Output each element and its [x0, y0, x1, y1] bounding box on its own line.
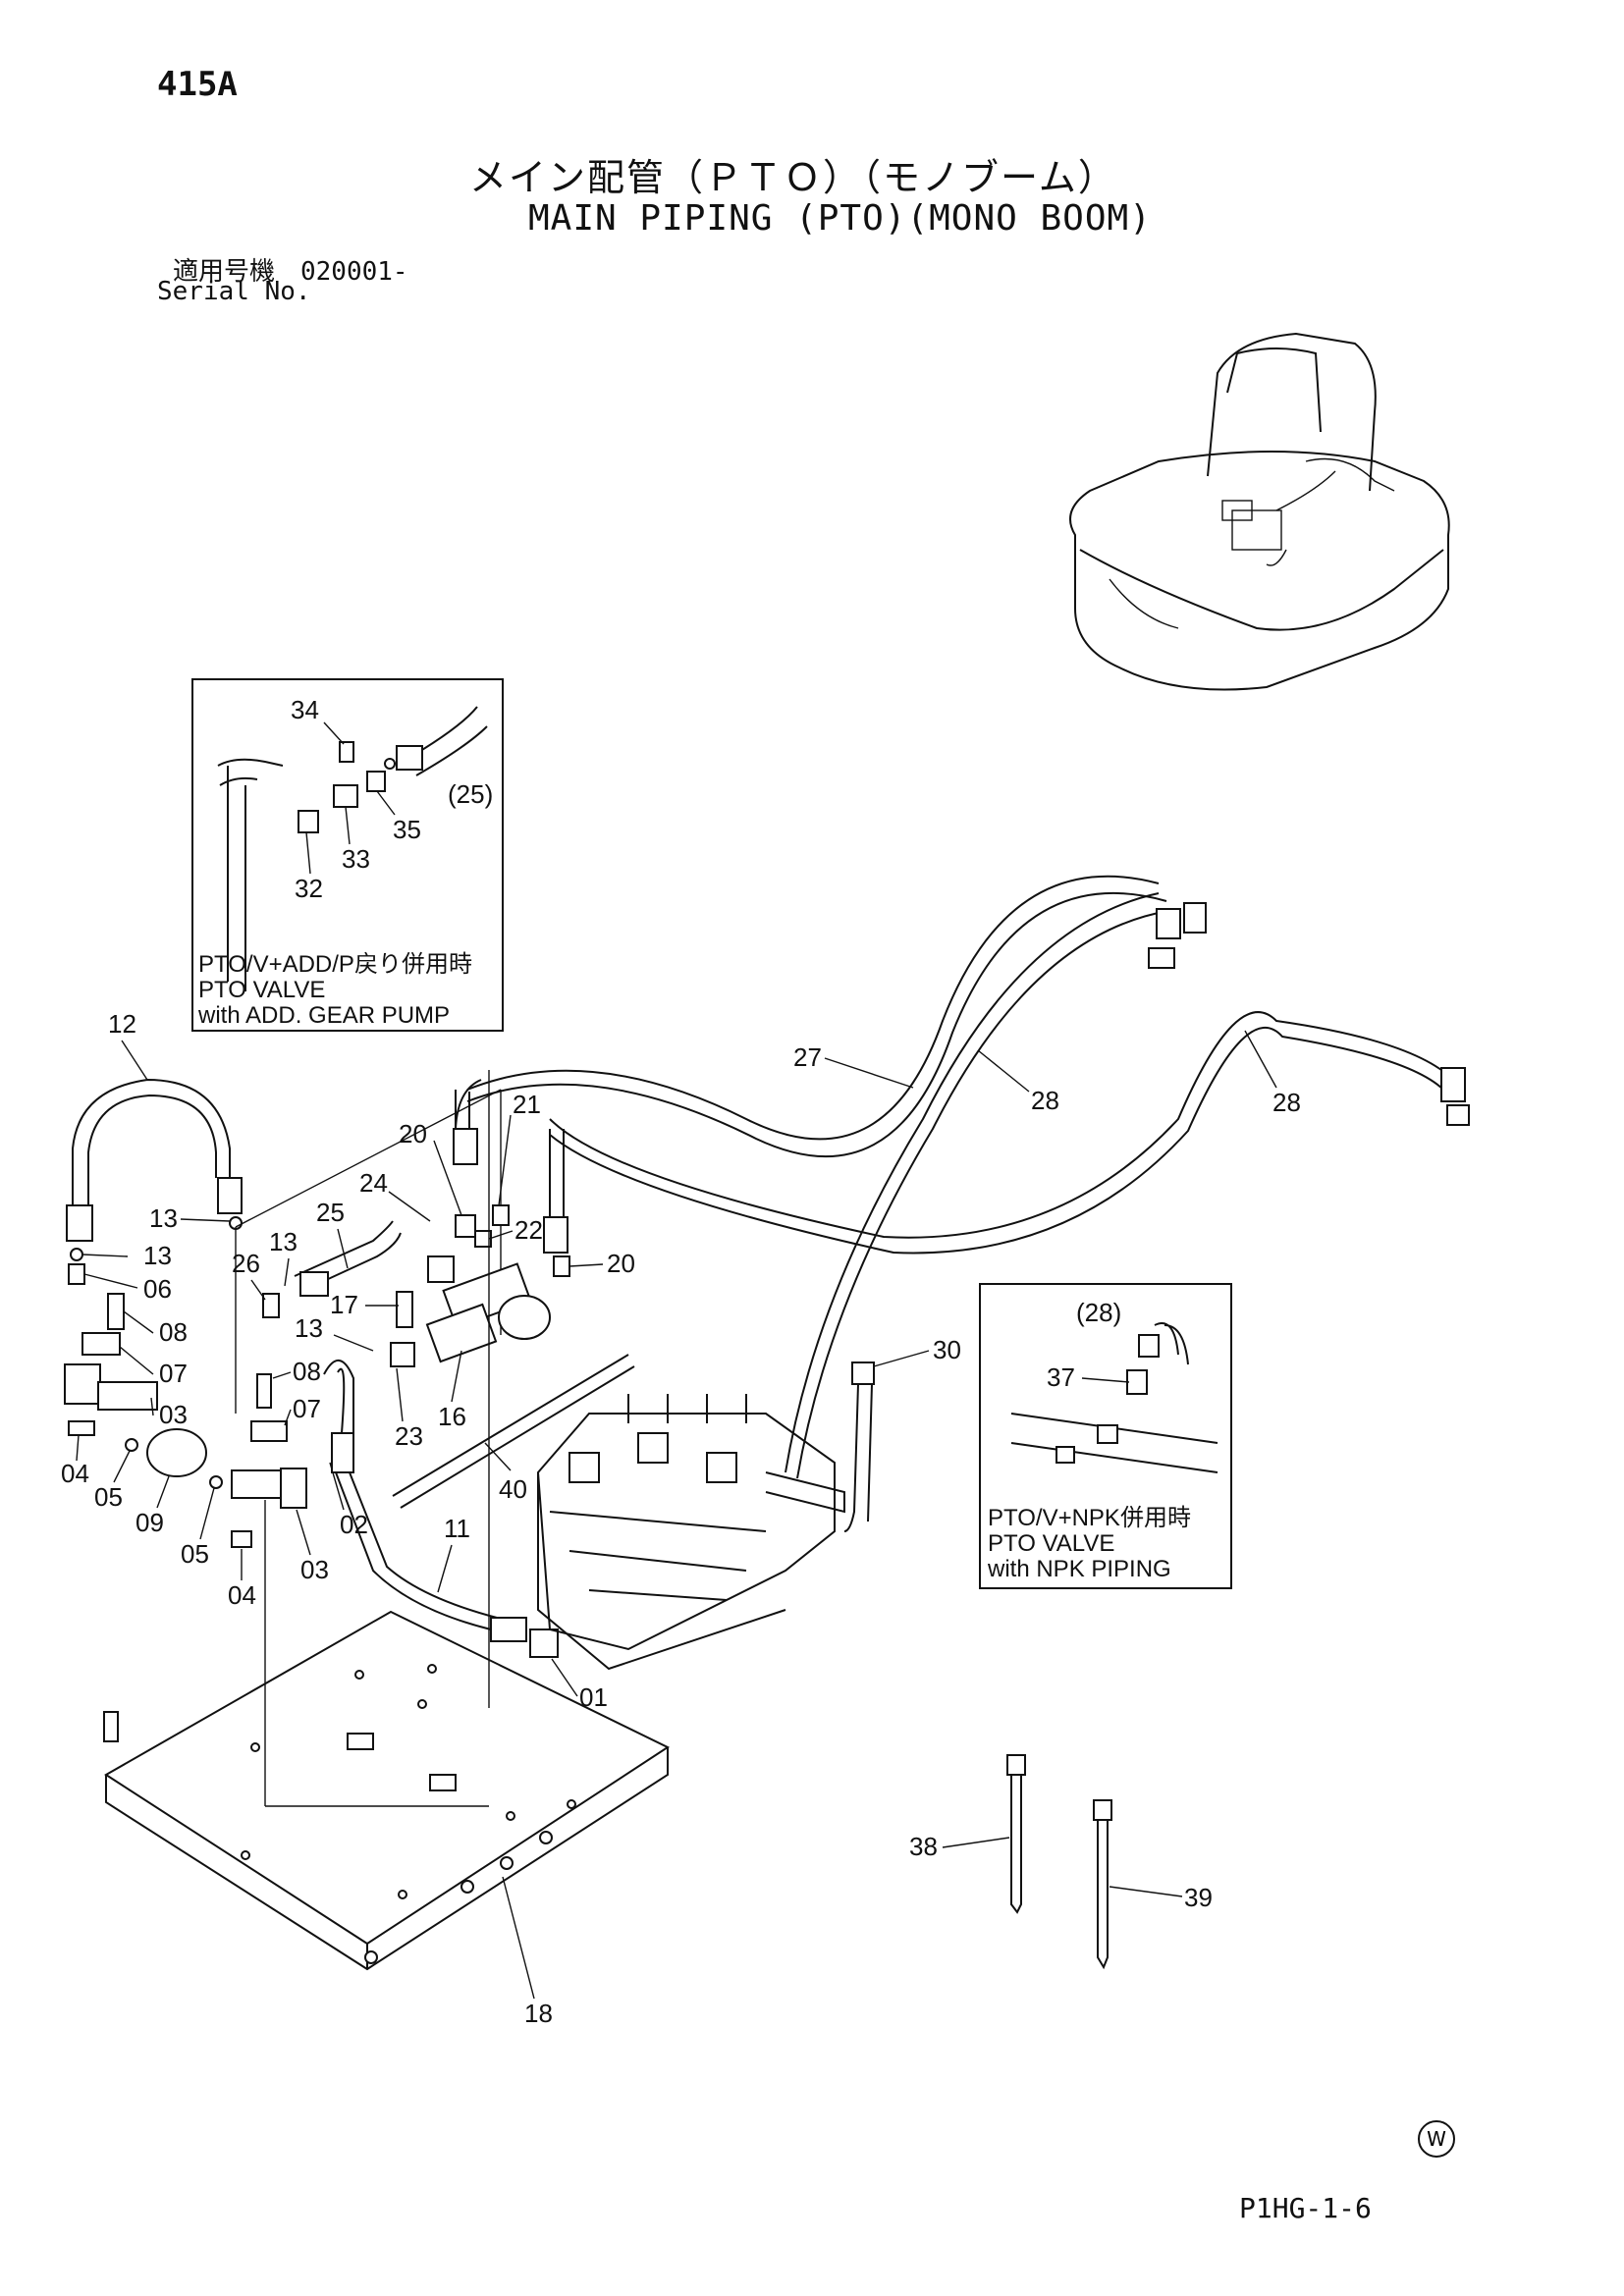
callout-13a: 13 [149, 1203, 178, 1233]
hose-11: 11 01 [335, 1471, 608, 1712]
callout-28b: 28 [1272, 1088, 1301, 1117]
callout-27: 27 [793, 1042, 822, 1072]
callout-37: 37 [1047, 1362, 1075, 1392]
w-mark: W [1418, 2120, 1455, 2158]
page-code: P1HG-1-6 [1239, 2192, 1372, 2224]
callout-02: 02 [340, 1510, 368, 1539]
title-english: MAIN PIPING (PTO)(MONO BOOM) [528, 198, 1152, 239]
control-valve-block [536, 1394, 845, 1671]
callout-21: 21 [513, 1090, 541, 1119]
callout-26: 26 [232, 1249, 260, 1278]
callout-30: 30 [933, 1335, 961, 1364]
serial-label-japanese: 適用号機 020001- [173, 257, 408, 287]
base-plate-18: 18 [103, 1070, 671, 2028]
inset-npk-piping: (28) 37 PTO/V+NPK併用時 PTO VALVE with NPK … [979, 1283, 1232, 1589]
callout-25: 25 [316, 1198, 345, 1227]
excavator-overview-illustration [1069, 332, 1450, 691]
pipe-40: 40 [392, 1354, 635, 1509]
serial-label-english: Serial No. [157, 277, 311, 306]
cable-ties: 38 39 [909, 1754, 1213, 1970]
callout-32: 32 [295, 874, 323, 903]
inset-npk-line3: with NPK PIPING [987, 1556, 1171, 1582]
callout-20b: 20 [607, 1249, 635, 1278]
callout-13d: 13 [295, 1313, 323, 1343]
callout-04a: 04 [61, 1459, 89, 1488]
inset-add-line3: with ADD. GEAR PUMP [197, 1002, 450, 1029]
callout-23: 23 [395, 1421, 423, 1451]
hoses-27-28: 27 28 28 [466, 875, 1470, 1479]
callout-03a: 03 [159, 1400, 188, 1429]
callout-25-ref: (25) [448, 779, 493, 809]
callout-13b: 13 [143, 1241, 172, 1270]
callout-06: 06 [143, 1274, 172, 1304]
page-number: 415A [157, 65, 238, 104]
callout-08a: 08 [159, 1317, 188, 1347]
callout-05a: 05 [94, 1482, 123, 1512]
callout-05b: 05 [181, 1539, 209, 1569]
callout-28-ref: (28) [1076, 1298, 1121, 1327]
callout-35: 35 [393, 815, 421, 844]
callout-20a: 20 [399, 1119, 427, 1148]
inset-npk-line1: PTO/V+NPK併用時 [988, 1505, 1191, 1531]
callout-07a: 07 [159, 1359, 188, 1388]
callout-33: 33 [342, 844, 370, 874]
hose-30-assembly: 30 [843, 1335, 961, 1532]
inset-add-line2: PTO VALVE [198, 977, 325, 1003]
callout-04b: 04 [228, 1580, 256, 1610]
callout-38: 38 [909, 1832, 938, 1861]
callout-24: 24 [359, 1168, 388, 1198]
callout-03b: 03 [300, 1555, 329, 1584]
callout-40: 40 [499, 1474, 527, 1504]
inset-npk-line2: PTO VALVE [988, 1530, 1114, 1557]
callout-12: 12 [108, 1009, 136, 1039]
callout-34: 34 [291, 695, 319, 724]
callout-18: 18 [524, 1999, 553, 2028]
callout-28a: 28 [1031, 1086, 1059, 1115]
callout-07b: 07 [293, 1394, 321, 1423]
callout-13c: 13 [269, 1227, 298, 1256]
pto-valve-center-assembly [235, 1079, 570, 1473]
inset-add-line1: PTO/V+ADD/P戻り併用時 [198, 951, 472, 978]
callout-16: 16 [438, 1402, 466, 1431]
callout-01: 01 [579, 1682, 608, 1712]
title-japanese: メイン配管（ＰＴＯ）（モノブーム） [469, 156, 1117, 199]
callout-08b: 08 [293, 1357, 321, 1386]
inset-add-gear-pump: 34 (25) 35 33 32 PTO/V+ADD/P戻り併用時 PTO VA… [191, 678, 504, 1032]
callout-17: 17 [330, 1290, 358, 1319]
pto-valve-left-assembly [64, 1216, 489, 1807]
callout-09: 09 [135, 1508, 164, 1537]
callout-11: 11 [444, 1514, 470, 1543]
callout-22: 22 [514, 1215, 543, 1245]
hose-12: 12 [66, 1009, 243, 1242]
callout-39: 39 [1184, 1883, 1213, 1912]
